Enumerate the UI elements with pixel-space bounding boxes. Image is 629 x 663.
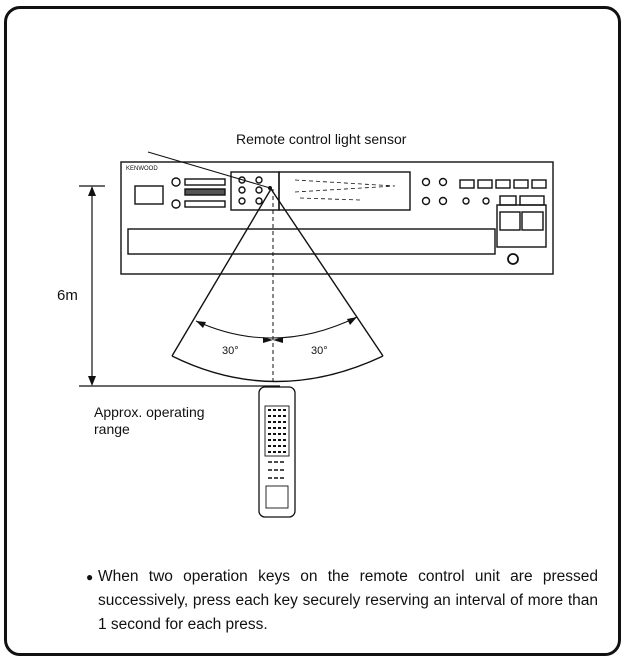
distance-label: 6m	[57, 287, 78, 304]
note-text: When two operation keys on the remote co…	[98, 568, 598, 633]
angle-arrow-center-left	[263, 337, 273, 343]
angle-arrow-center-right	[273, 337, 283, 343]
usage-note: ● When two operation keys on the remote …	[86, 565, 598, 637]
page-frame	[4, 6, 621, 656]
sensor-pointer-line	[147, 151, 271, 189]
angle-arrow-left	[196, 321, 206, 328]
brand-logo: KENWOOD	[126, 166, 158, 172]
note-bullet: ●	[86, 570, 94, 584]
operating-range-label: Approx. operating range	[94, 404, 205, 437]
angle-arrow-right	[347, 317, 357, 325]
angle-label-right: 30°	[311, 345, 328, 357]
cd-player-unit	[120, 161, 554, 275]
remote-control	[258, 386, 296, 518]
reception-cone	[171, 188, 384, 383]
distance-arrow-bottom	[88, 376, 96, 386]
angle-label-left: 30°	[222, 345, 239, 357]
distance-dimension	[79, 185, 280, 387]
sensor-label: Remote control light sensor	[236, 131, 407, 147]
distance-arrow-top	[88, 186, 96, 196]
